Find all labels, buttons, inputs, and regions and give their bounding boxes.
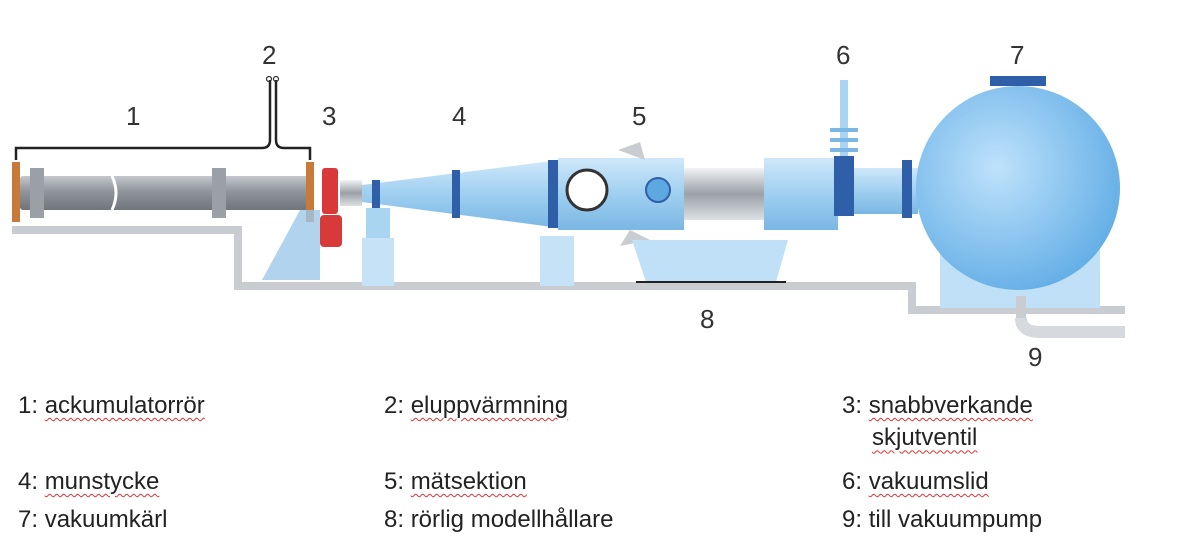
label-2: 2 <box>262 40 277 70</box>
label-1: 1 <box>126 101 141 131</box>
legend-term-continued: skjutventil <box>872 424 978 452</box>
label-5: 5 <box>632 101 647 131</box>
legend-item-3: 3: snabbverkande skjutventil <box>842 392 1033 452</box>
legend-item-4: 4: munstycke <box>18 468 160 495</box>
legend-term: rörlig modellhållare <box>410 506 614 533</box>
measurement-section <box>540 142 838 286</box>
label-6: 6 <box>836 40 851 70</box>
label-8: 8 <box>700 304 715 334</box>
accumulator-tube <box>12 162 314 222</box>
legend-term: vakuumkärl <box>44 506 168 533</box>
legend-item-8: 8: rörlig modellhållare <box>384 506 614 533</box>
legend-item-2: 2: eluppvärmning <box>384 392 569 419</box>
accumulator-bracket <box>14 80 312 160</box>
label-7: 7 <box>1010 40 1025 70</box>
vacuum-slide <box>830 80 918 218</box>
label-9: 9 <box>1028 342 1043 372</box>
vacuum-vessel <box>916 76 1125 338</box>
legend-item-6: 6: vakuumslid <box>842 468 989 495</box>
legend-term: munstycke <box>44 468 160 495</box>
fast-acting-valve <box>262 168 362 280</box>
legend-term: till vakuumpump <box>868 506 1043 533</box>
legend-term: ackumulatorrör <box>44 392 205 419</box>
legend-item-1: 1: ackumulatorrör <box>18 392 205 419</box>
legend-term: snabbverkande <box>868 392 1033 419</box>
legend-item-9: 9: till vakuumpump <box>842 506 1043 533</box>
floor-line <box>12 226 1125 314</box>
legend-term: eluppvärmning <box>410 392 569 419</box>
legend-term: vakuumslid <box>868 468 989 495</box>
legend-item-7: 7: vakuumkärl <box>18 506 168 533</box>
label-4: 4 <box>452 101 467 131</box>
legend-item-5: 5: mätsektion <box>384 468 527 495</box>
label-3: 3 <box>322 101 337 131</box>
heating-terminal <box>265 75 273 83</box>
wind-tunnel-diagram <box>12 75 1125 338</box>
nozzle <box>362 160 560 286</box>
heating-terminal <box>272 75 280 83</box>
legend-term: mätsektion <box>410 468 527 495</box>
